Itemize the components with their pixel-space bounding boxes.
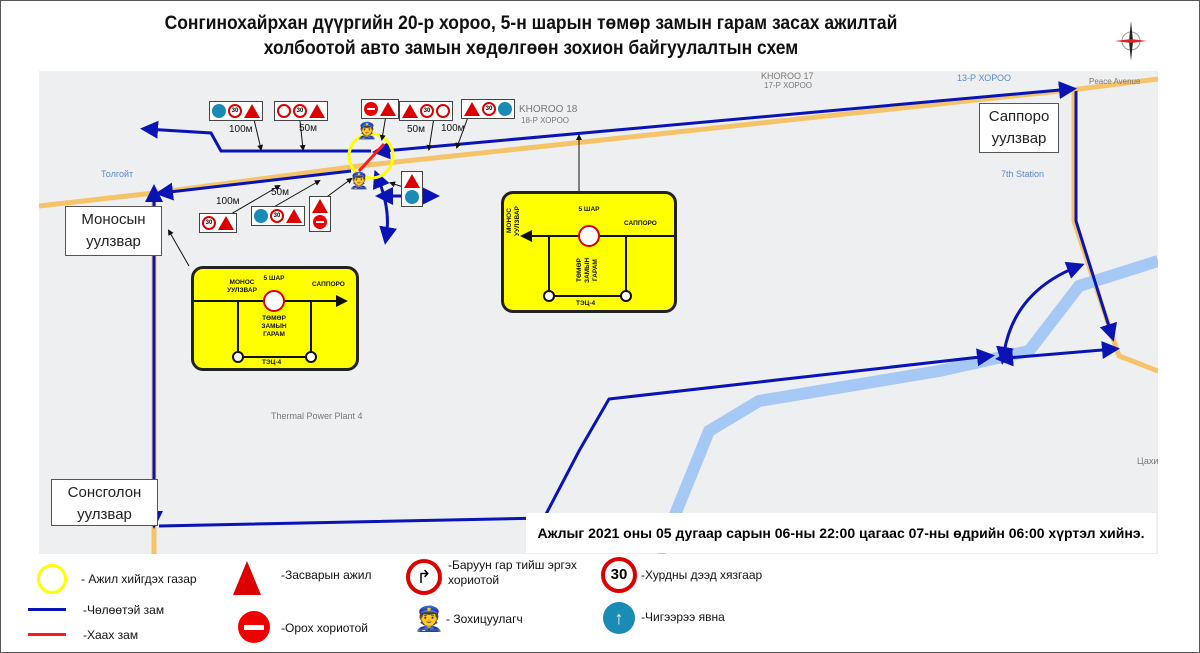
roadwork-sign-icon <box>218 216 234 230</box>
straight-only-sign-icon <box>254 209 268 223</box>
legend-label: -Хурдны дээд хязгаар <box>641 568 763 582</box>
legend-label: - Зохицуулагч <box>446 612 523 626</box>
no-entry-sign-icon <box>364 102 378 116</box>
map[interactable]: Толгойт KHOROO 18 18-Р ХОРОО KHOROO 17 1… <box>39 71 1158 554</box>
distance-label: 100м <box>216 196 240 207</box>
distance-label: 50м <box>271 187 289 198</box>
schedule-notice: Ажлыг 2021 оны 05 дугаар сарын 06-ны 22:… <box>526 513 1156 553</box>
roadwork-sign-icon <box>233 561 261 595</box>
yellow-circle-icon <box>37 564 67 594</box>
distance-label: 50м <box>299 123 317 134</box>
legend-label: -Баруун гар тийш эргэх хориотой <box>448 558 577 587</box>
no-entry-sign-icon <box>238 611 270 643</box>
no-right-turn-sign-icon <box>436 104 450 118</box>
place-label: 18-Р ХОРОО <box>521 116 570 125</box>
scheme-box: МОНОС УУЛЗВАР 5 ШАР САППОРО ТӨМӨР ЗАМЫН … <box>501 191 677 313</box>
roadwork-sign-icon <box>286 209 302 223</box>
sign-group <box>361 99 399 119</box>
roadwork-sign-icon <box>312 199 328 213</box>
place-label: 13-Р ХОРОО <box>957 73 1012 83</box>
legend-label: -Хаах зам <box>83 628 139 642</box>
sign-group: 30 <box>209 101 263 121</box>
sign-group: 30 <box>461 99 515 119</box>
sign-group: 30 <box>251 206 305 226</box>
no-entry-sign-icon <box>313 215 327 229</box>
place-label: Peace Avenue <box>1089 77 1141 86</box>
speed-limit-sign-icon: 30 <box>202 216 216 230</box>
roadwork-sign-icon <box>244 104 260 118</box>
legend-label: -Чөлөөтэй зам <box>83 603 165 617</box>
no-right-turn-sign-icon: ↱ <box>406 559 442 595</box>
page-title: Сонгинохайрхан дүүргийн 20-р хороо, 5-н … <box>164 13 898 59</box>
place-label: Thermal Power Plant 4 <box>271 411 363 421</box>
closed-road <box>357 142 386 173</box>
roadwork-sign-icon <box>402 104 418 118</box>
speed-limit-sign-icon: 30 <box>420 104 434 118</box>
straight-only-sign-icon: ↑ <box>603 602 635 634</box>
speed-limit-sign-icon: 30 <box>482 102 496 116</box>
river <box>653 255 1158 554</box>
straight-only-sign-icon <box>498 102 512 116</box>
sign-group: 30 <box>399 101 453 121</box>
blue-line-icon <box>28 608 66 611</box>
place-label: Цахил <box>1137 456 1158 466</box>
straight-only-sign-icon <box>405 190 419 204</box>
sign-group: 30 <box>199 213 237 233</box>
traffic-officer-icon: 👮 <box>349 173 369 190</box>
speed-limit-sign-icon: 30 <box>270 209 284 223</box>
speed-limit-sign-icon: 30 <box>293 104 307 118</box>
no-right-turn-sign-icon <box>277 104 291 118</box>
roadwork-sign-icon <box>464 102 480 116</box>
sign-group <box>309 196 331 232</box>
red-line-icon <box>28 633 66 636</box>
scheme-lines <box>520 225 674 302</box>
work-area-circle <box>347 132 395 180</box>
legend-label: -Орох хориотой <box>281 621 368 635</box>
traffic-officer-icon: 👮 <box>357 123 377 140</box>
legend-label: -Чигээрээ явна <box>641 610 725 624</box>
compass-icon <box>1115 21 1147 61</box>
distance-label: 100м <box>441 123 465 134</box>
speed-limit-sign-icon: 30 <box>601 557 637 593</box>
traffic-officer-icon: 👮 <box>414 606 444 633</box>
legend-label: - Ажил хийгдэх газар <box>81 572 197 586</box>
place-label: 7th Station <box>1001 169 1045 179</box>
place-label: KHOROO 17 <box>761 71 814 81</box>
distance-label: 100м <box>229 124 253 135</box>
scheme-lines <box>194 290 348 363</box>
legend-label: -Засварын ажил <box>281 568 372 582</box>
straight-only-sign-icon <box>212 104 226 118</box>
scheme-box: МОНОС УУЛЗВАР 5 ШАР САППОРО ТӨМӨР ЗАМЫН … <box>191 266 359 371</box>
place-label: KHOROO 18 <box>519 104 578 115</box>
place-label: 17-Р ХОРОО <box>764 81 813 90</box>
distance-label: 50м <box>407 124 425 135</box>
speed-limit-sign-icon: 30 <box>228 104 242 118</box>
roadwork-sign-icon <box>309 104 325 118</box>
place-label: Толгойт <box>101 169 134 179</box>
roadwork-sign-icon <box>380 102 396 116</box>
sign-group: 30 <box>274 101 328 121</box>
sign-group <box>401 171 423 207</box>
roadwork-sign-icon <box>404 174 420 188</box>
